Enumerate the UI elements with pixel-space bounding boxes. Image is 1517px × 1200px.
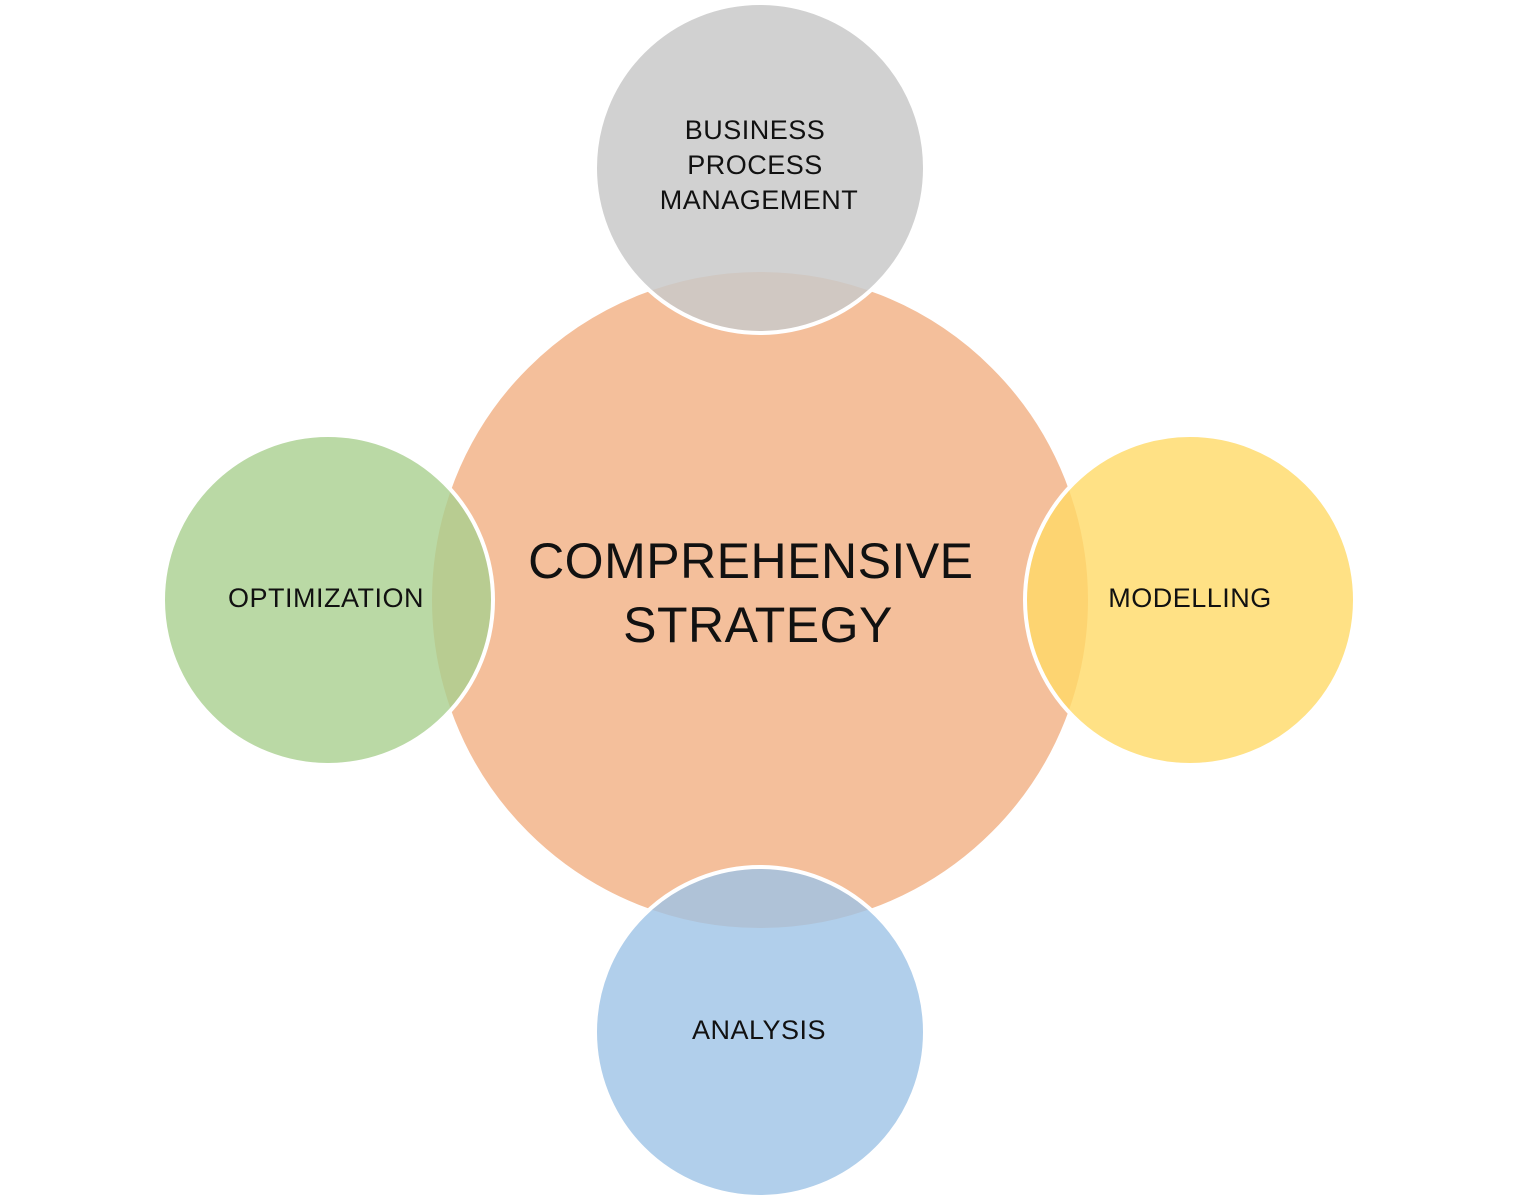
node-circle-business-process-management — [593, 1, 927, 335]
center-label: COMPREHENSIVE STRATEGY — [528, 533, 988, 653]
node-circle-analysis — [593, 865, 927, 1199]
node-label-line: ANALYSIS — [692, 1015, 826, 1045]
node-label-line: PROCESS — [687, 150, 823, 180]
node-label-line: MANAGEMENT — [660, 185, 859, 215]
node-label-modelling: MODELLING — [1108, 583, 1272, 613]
node-label-line: MODELLING — [1108, 583, 1272, 613]
node-label-line: OPTIMIZATION — [228, 583, 424, 613]
node-label-optimization: OPTIMIZATION — [228, 583, 424, 613]
node-label-business-process-management: BUSINESS PROCESS MANAGEMENT — [660, 115, 859, 215]
center-label-line: STRATEGY — [623, 597, 893, 653]
node-label-line: BUSINESS — [685, 115, 826, 145]
center-label-line: COMPREHENSIVE — [528, 533, 973, 589]
node-circle-optimization — [161, 433, 495, 767]
node-circle-modelling — [1023, 433, 1357, 767]
node-label-analysis: ANALYSIS — [692, 1015, 826, 1045]
